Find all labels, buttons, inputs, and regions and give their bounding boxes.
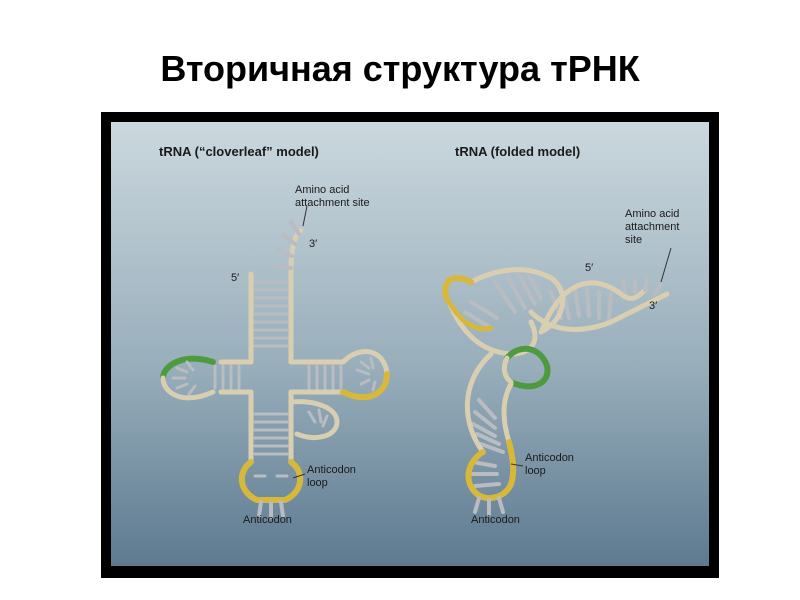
leader-lines [292, 205, 672, 479]
figure-background [111, 122, 709, 566]
t-arm [288, 349, 390, 401]
leader-attach-left [302, 205, 308, 227]
cloverleaf-title: tRNA (“cloverleaf” model) [159, 144, 319, 159]
cloverleaf-loop-line2: loop [307, 477, 328, 489]
folded-title: tRNA (folded model) [455, 144, 581, 159]
folded-5prime: 5′ [585, 262, 594, 274]
d-arm [160, 355, 254, 401]
folded-3prime: 3′ [649, 300, 658, 312]
trna-figure: tRNA (“cloverleaf” model) Amino acid att… [111, 122, 709, 566]
cloverleaf-model [160, 220, 390, 519]
variable-loop [288, 399, 340, 440]
acceptor-stem [248, 220, 304, 365]
leader-loop-right [510, 463, 524, 467]
folded-loop-label: Anticodon loop [525, 452, 574, 478]
anticodon-stem [239, 389, 303, 519]
cloverleaf-anticodon-label: Anticodon [243, 514, 292, 526]
folded-attach-line1: Amino acid [625, 208, 680, 220]
folded-attach-line2: attachment [625, 221, 680, 233]
cloverleaf-attach-line1: Amino acid [295, 184, 350, 196]
cloverleaf-attach-line2: attachment site [295, 197, 370, 209]
cloverleaf-attach-label: Amino acid attachment site [295, 184, 370, 210]
slide-title: Вторичная структура тРНК [160, 48, 640, 89]
elbow-helix [442, 267, 566, 390]
leader-attach-right [660, 247, 672, 283]
trna-illustration [111, 122, 709, 566]
folded-attach-line3: site [625, 234, 643, 246]
cloverleaf-loop-line1: Anticodon [307, 464, 356, 476]
leader-loop-left [292, 473, 306, 479]
folded-attach-label: Amino acid attachment site [625, 208, 679, 247]
figure-frame: tRNA (“cloverleaf” model) Amino acid att… [101, 112, 719, 578]
cloverleaf-3prime: 3′ [309, 238, 318, 250]
cloverleaf-5prime: 5′ [231, 272, 240, 284]
folded-anticodon-label: Anticodon [471, 514, 520, 526]
cloverleaf-loop-label: Anticodon loop [307, 464, 356, 490]
folded-loop-line1: Anticodon [525, 452, 574, 464]
folded-loop-line2: loop [525, 465, 546, 477]
